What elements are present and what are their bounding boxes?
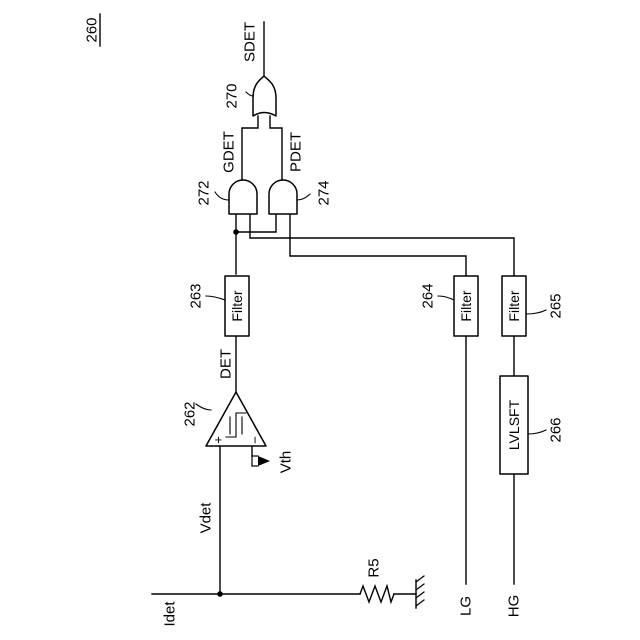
ref-263-label: 263 [188,283,205,308]
det-label-group: DET [218,349,235,379]
leader-274 [297,194,310,200]
or-gate-270 [253,76,276,116]
and-p-input1-wire [236,214,276,232]
leader-270 [246,92,253,96]
vdet-label: Vdet [198,502,215,534]
gdet-label-group: GDET [221,131,238,173]
vth-label-group: Vth [278,451,295,474]
sdet-label-group: SDET [242,22,259,62]
ground-hatch-3 [416,592,424,598]
leader-272 [215,192,229,200]
leader-265 [526,310,546,314]
leader-264 [438,296,454,300]
junction-dot-idet [217,591,223,597]
lg-label-group: LG [458,596,475,616]
det-label: DET [218,349,235,379]
and-gate-272 [229,180,257,214]
ref-272-group: 272 [196,180,213,205]
idet-label-group: Idet [162,601,179,627]
pdet-label-group: PDET [288,132,305,172]
comparator-minus-group: − [248,436,263,444]
leader-266 [528,430,546,434]
lg-filter-return-wire [290,214,466,276]
pdet-wire [270,116,282,180]
vth-label: Vth [278,451,295,474]
r5-label-group: R5 [366,558,383,577]
ref-264-label: 264 [420,283,437,308]
ref-274-group: 274 [316,180,333,205]
ground-hatch-4 [416,600,424,606]
filter-265-label-group: Filter [506,290,522,321]
leader-263 [206,296,225,300]
gdet-wire [242,116,258,180]
filter-265-label: Filter [506,290,522,321]
ground-hatch-1 [416,576,424,582]
pdet-label: PDET [288,132,305,172]
comparator-minus-sign: − [248,436,263,444]
ref-272-label: 272 [196,180,213,205]
ref-262-label: 262 [182,401,199,426]
ref-266-label: 266 [548,417,565,442]
vth-source-icon [258,456,270,466]
ground-hatch-2 [416,584,424,590]
figure-ref-group: 260 [84,17,101,42]
filter-263-label: Filter [229,290,245,321]
ref-266-group: 266 [548,417,565,442]
level-shifter-label-group: LVLSFT [506,399,522,450]
junction-dot-det [233,229,239,235]
ref-270-group: 270 [224,83,241,108]
ref-263-group: 263 [188,283,205,308]
idet-label: Idet [162,601,179,627]
ref-270-label: 270 [224,83,241,108]
r5-label: R5 [366,558,383,577]
ref-264-group: 264 [420,283,437,308]
filter-264-label: Filter [458,290,474,321]
resistor-r5 [360,586,394,602]
filter-263-label-group: Filter [229,290,245,321]
hg-label-group: HG [506,595,523,618]
hg-label: HG [506,595,523,618]
comparator-plus-sign: + [211,436,226,444]
vdet-label-group: Vdet [198,502,215,534]
ref-265-group: 265 [548,293,565,318]
gdet-label: GDET [221,131,238,173]
figure-ref-number: 260 [84,17,101,42]
ref-265-label: 265 [548,293,565,318]
filter-264-label-group: Filter [458,290,474,321]
comparator-plus-group: + [211,436,226,444]
lg-label: LG [458,596,475,616]
ref-262-group: 262 [182,401,199,426]
and-gate-274 [269,180,297,214]
ref-274-label: 274 [316,180,333,205]
level-shifter-label: LVLSFT [506,399,522,450]
sdet-label: SDET [242,22,259,62]
